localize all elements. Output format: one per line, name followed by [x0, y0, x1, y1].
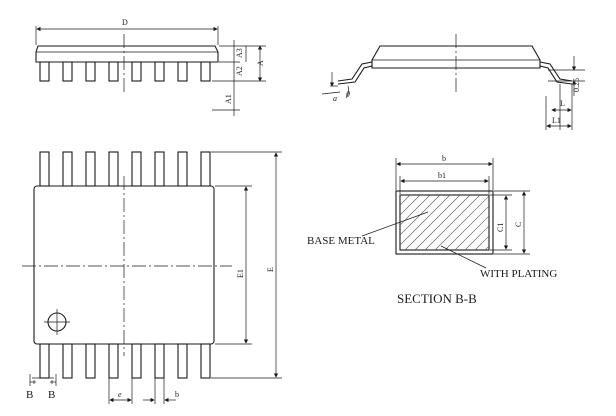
label-l: L: [560, 99, 565, 108]
end-view-right-lead: [539, 61, 573, 85]
label-b-width: b: [175, 390, 179, 399]
end-view-left-lead: [337, 61, 373, 85]
label-theta: θ: [346, 90, 350, 99]
end-view: 0.25 L L1 θ a: [321, 34, 585, 130]
label-a3: A3: [235, 48, 244, 58]
label-e-pitch: e: [118, 390, 122, 399]
section-b-b: b b1 C1 C BASE METAL WITH PLATING SECTIO…: [307, 154, 557, 306]
label-e1: E1: [236, 269, 245, 278]
label-0-25: 0.25: [572, 78, 581, 92]
label-e: E: [266, 267, 275, 272]
label-d: D: [122, 18, 128, 27]
leader-base-metal: [361, 211, 429, 237]
label-section-b: b: [442, 154, 446, 163]
front-view-leads: [39, 61, 211, 82]
section-title: SECTION B-B: [397, 291, 477, 306]
label-a2: A2: [235, 66, 244, 76]
label-a1: A1: [224, 94, 233, 104]
label-l1: L1: [552, 116, 561, 125]
plan-view-top-leads: [39, 151, 211, 187]
label-a: A: [256, 60, 265, 66]
front-view-body: [35, 45, 219, 63]
label-b-right: B: [48, 389, 55, 401]
label-b-left: B: [26, 389, 33, 401]
label-a-angle: a: [333, 94, 337, 103]
label-section-c: C: [514, 222, 523, 227]
plan-view-bottom-leads: [39, 343, 211, 379]
label-with-plating: WITH PLATING: [480, 268, 557, 280]
label-section-b1: b1: [438, 171, 446, 180]
front-view: D A3 A2 A A1: [35, 18, 266, 116]
label-base-metal: BASE METAL: [307, 235, 375, 247]
section-plating-outline: [395, 190, 494, 255]
plan-view: E1 E B B e b: [22, 151, 282, 404]
label-section-c1: C1: [496, 223, 505, 232]
leader-with-plating: [440, 245, 487, 269]
